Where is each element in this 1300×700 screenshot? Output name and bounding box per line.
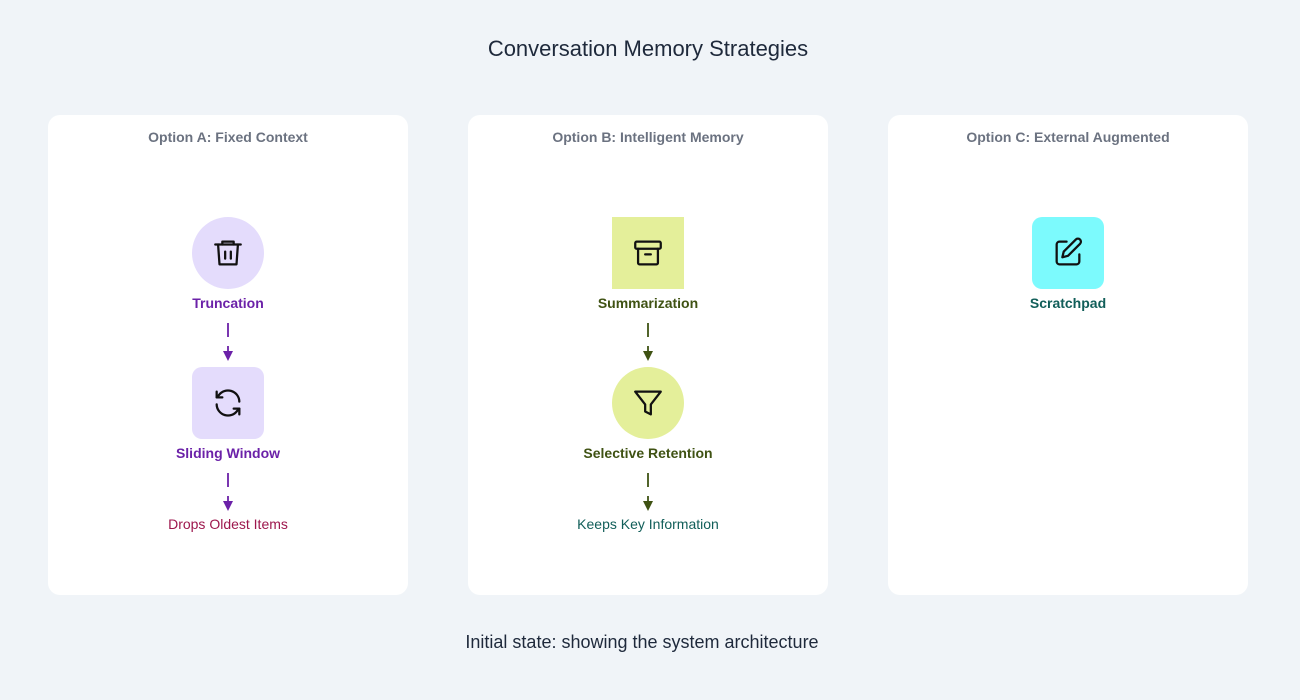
scratchpad-node <box>1032 217 1104 289</box>
filter-icon <box>634 390 662 416</box>
archive-icon <box>634 240 662 266</box>
summarization-node <box>612 217 684 289</box>
flow-arrow <box>643 323 653 361</box>
sliding-window-label: Sliding Window <box>175 445 281 461</box>
selective-retention-node <box>612 367 684 439</box>
scratchpad-label: Scratchpad <box>1029 295 1107 311</box>
trash-icon <box>214 240 242 266</box>
summarization-label: Summarization <box>597 295 699 311</box>
sliding-window-node <box>192 367 264 439</box>
flow-arrow <box>223 323 233 361</box>
outcome-label: Keeps Key Information <box>577 516 719 532</box>
outcome-label: Drops Oldest Items <box>168 516 288 532</box>
panel-option-b: Option B: Intelligent Memory Summarizati… <box>468 115 828 595</box>
panel-title: Option A: Fixed Context <box>148 129 308 145</box>
status-message: Initial state: showing the system archit… <box>465 632 819 652</box>
panel-option-a: Option A: Fixed Context Truncation Slidi… <box>48 115 408 595</box>
selective-retention-label: Selective Retention <box>583 445 713 461</box>
panel-option-c: Option C: External Augmented Scratchpad <box>888 115 1248 595</box>
flow-arrow <box>643 473 653 511</box>
refresh-icon <box>215 389 241 417</box>
flow-arrow <box>223 473 233 511</box>
panel-title: Option B: Intelligent Memory <box>552 129 744 145</box>
truncation-label: Truncation <box>192 295 264 311</box>
panel-title: Option C: External Augmented <box>966 129 1170 145</box>
truncation-node <box>192 217 264 289</box>
edit-icon <box>1055 237 1083 266</box>
diagram-title: Conversation Memory Strategies <box>487 36 809 61</box>
